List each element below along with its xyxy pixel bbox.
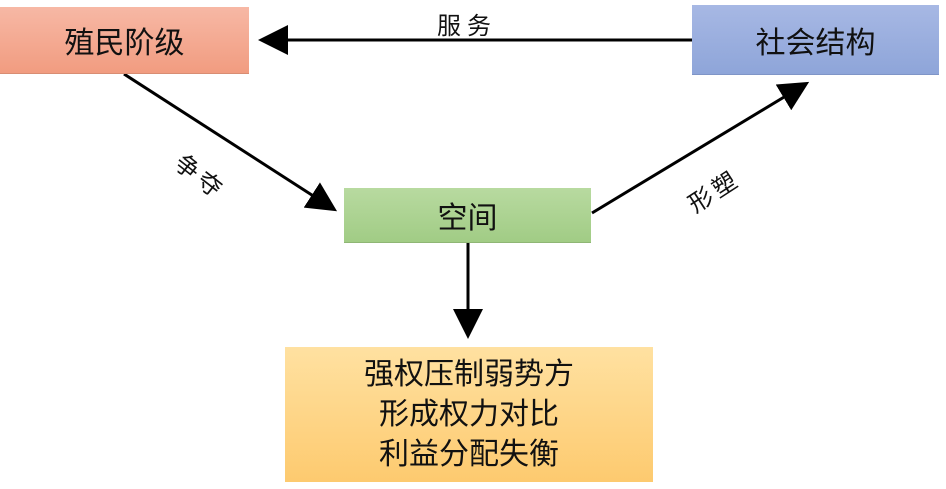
outcome-line-1: 强权压制弱势方 — [364, 356, 574, 392]
edge-label-service: 服务 — [437, 12, 497, 40]
node-outcome: 强权压制弱势方 形成权力对比 利益分配失衡 — [285, 347, 653, 482]
node-colonial-class: 殖民阶级 — [0, 7, 249, 74]
node-space: 空间 — [344, 188, 591, 243]
outcome-line-3: 利益分配失衡 — [379, 436, 559, 472]
node-colonial-class-label: 殖民阶级 — [64, 26, 185, 61]
arrow-contest — [123, 72, 338, 212]
arrow-shape — [591, 81, 810, 215]
outcome-line-2: 形成权力对比 — [379, 396, 559, 432]
node-social-structure: 社会结构 — [692, 5, 939, 75]
node-space-label: 空间 — [437, 201, 498, 236]
node-social-structure-label: 社会结构 — [755, 25, 876, 61]
